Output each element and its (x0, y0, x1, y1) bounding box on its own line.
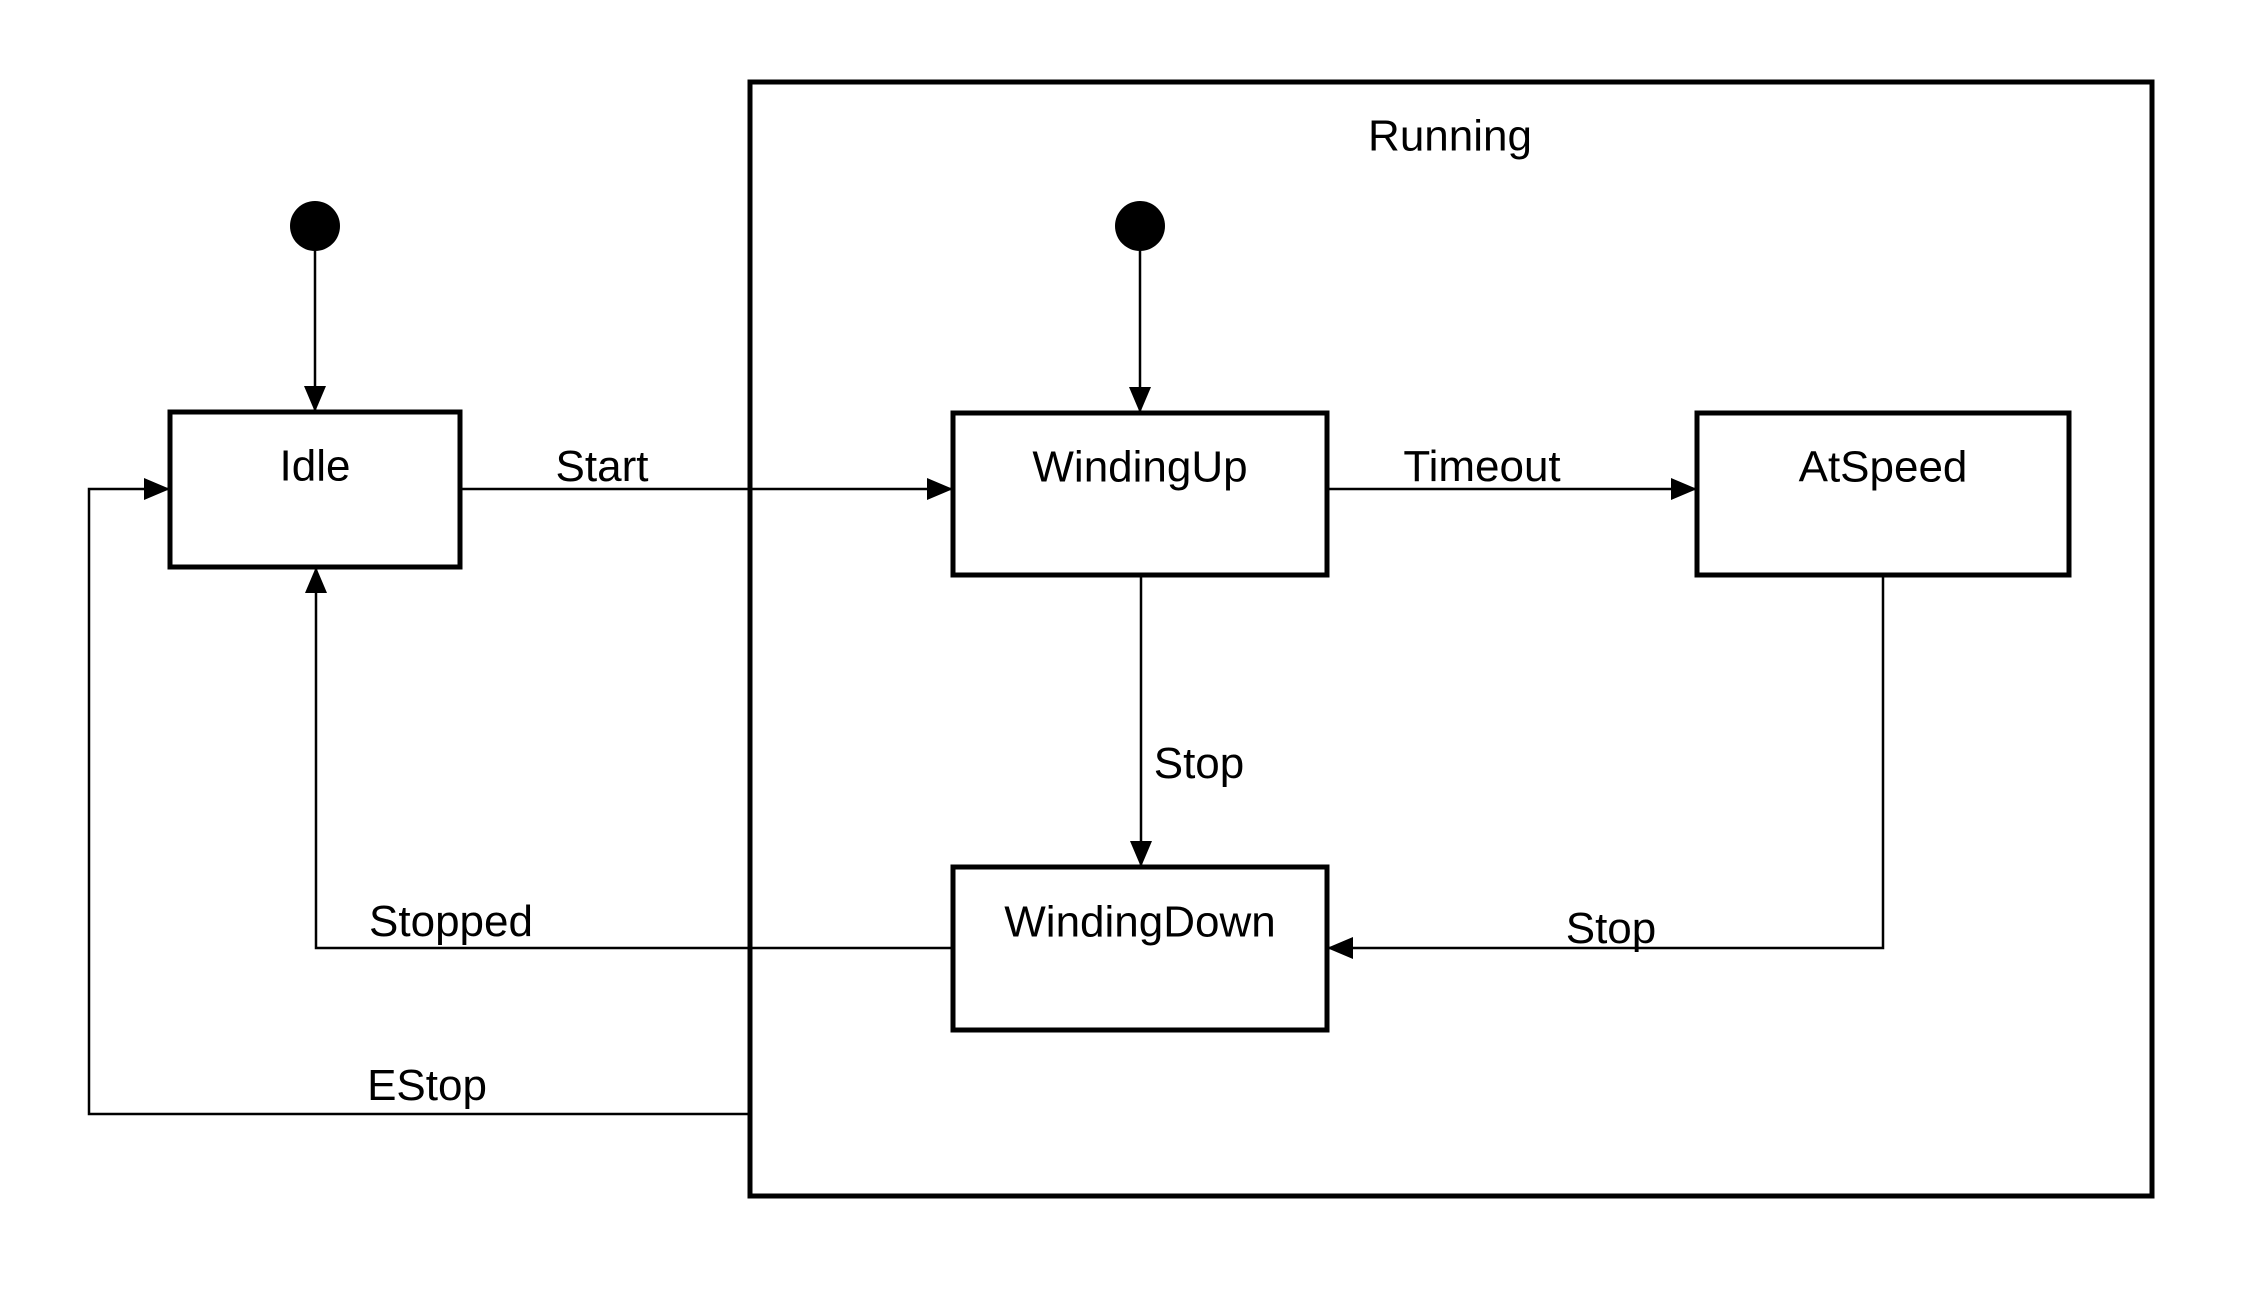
state-idle (167, 409, 463, 570)
transition-label-timeout: Timeout (1403, 442, 1560, 491)
transition-label-stopped: Stopped (369, 897, 533, 946)
state-windingdown (950, 864, 1330, 1033)
arrowhead-atspeed-to-windingdown (1327, 937, 1353, 959)
transition-label-stop-horizontal: Stop (1566, 904, 1657, 953)
transition-label-estop: EStop (367, 1061, 487, 1110)
arrowhead-initial-to-idle (304, 386, 326, 412)
transition-running-to-idle (87, 487, 750, 1116)
initial-pseudostate-windingup (1115, 201, 1165, 251)
state-windingdown-label: WindingDown (1004, 898, 1275, 947)
arrowhead-windingup-to-windingdown (1130, 841, 1152, 867)
state-windingup-label: WindingUp (1032, 443, 1247, 492)
transition-label-start: Start (556, 442, 649, 491)
composite-state-running-label: Running (1368, 112, 1532, 161)
state-idle-label: Idle (280, 442, 351, 491)
transition-windingdown-to-idle (314, 569, 953, 950)
arrowhead-initial-to-windingup (1129, 387, 1151, 413)
transition-atspeed-to-windingdown (1329, 575, 1885, 950)
arrowhead-windingup-to-atspeed (1671, 478, 1697, 500)
arrowhead-running-to-idle (144, 478, 170, 500)
arrowhead-idle-to-windingup (927, 478, 953, 500)
state-windingup (950, 410, 1330, 578)
state-atspeed (1694, 410, 2072, 578)
transition-label-stop-vertical: Stop (1154, 739, 1245, 788)
initial-pseudostate-idle (290, 201, 340, 251)
state-atspeed-label: AtSpeed (1799, 443, 1968, 492)
arrowhead-windingdown-to-idle (305, 567, 327, 593)
